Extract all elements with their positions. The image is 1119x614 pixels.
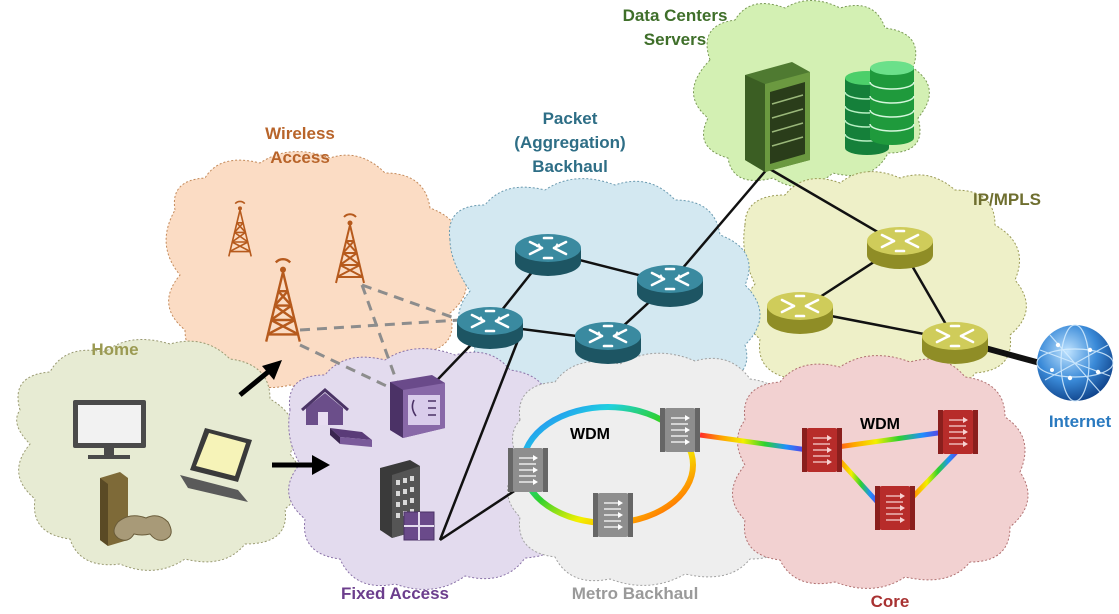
wireless-links <box>299 283 461 392</box>
wdm-node-icon <box>874 485 916 531</box>
internet-label: Internet <box>1048 412 1112 431</box>
game-console-icon <box>100 472 172 546</box>
arrow-home-to-wireless <box>238 360 282 397</box>
olt-switch-icon <box>390 375 445 438</box>
router-icon <box>635 263 705 309</box>
modem-icon <box>330 428 372 447</box>
router-icon <box>573 320 643 366</box>
internet-uplink <box>984 345 1041 366</box>
core-wdm-label: WDM <box>860 416 900 433</box>
monitor-icon <box>73 400 146 459</box>
wdm-node-icon <box>937 409 979 455</box>
router-icon <box>765 290 835 336</box>
data-centers-title: Data Centers <box>622 6 728 25</box>
office-building-icon <box>380 460 435 541</box>
packet-backhaul-label: Packet (Aggregation) Backhaul <box>485 107 655 179</box>
fixed-access-cloud <box>288 348 582 590</box>
arrow-home-to-fixed <box>272 455 330 475</box>
wdm-node-icon <box>592 492 634 538</box>
wireless-title: Wireless <box>265 124 335 143</box>
servers-title: Servers <box>643 30 707 49</box>
metro-backhaul-label: Metro Backhaul <box>571 584 699 603</box>
router-icon <box>455 305 525 351</box>
router-icon <box>513 232 583 278</box>
core-label: Core <box>870 592 910 611</box>
metro-wdm-label: WDM <box>570 426 610 443</box>
wdm-node-icon <box>659 407 701 453</box>
core-cloud <box>732 355 1029 589</box>
backhaul-title: Backhaul <box>532 157 608 176</box>
ip-mpls-label: IP/MPLS <box>972 190 1041 209</box>
wdm-node-icon <box>507 447 549 493</box>
globe-icon <box>1036 324 1114 402</box>
wireless-access-label: Wireless Access <box>225 122 375 170</box>
fixed-access-label: Fixed Access <box>340 584 450 603</box>
home-cloud <box>16 339 302 571</box>
database-icon <box>844 61 915 155</box>
aggregation-title: (Aggregation) <box>514 133 626 152</box>
home-label: Home <box>91 340 139 359</box>
server-rack-icon <box>745 62 810 172</box>
data-centers-label: Data Centers Servers <box>560 4 790 52</box>
access-title: Access <box>270 148 330 167</box>
router-icon <box>920 320 990 366</box>
router-icon <box>865 225 935 271</box>
laptop-icon <box>180 428 252 502</box>
packet-title: Packet <box>542 109 598 128</box>
wdm-node-icon <box>801 427 843 473</box>
house-icon <box>301 388 349 425</box>
